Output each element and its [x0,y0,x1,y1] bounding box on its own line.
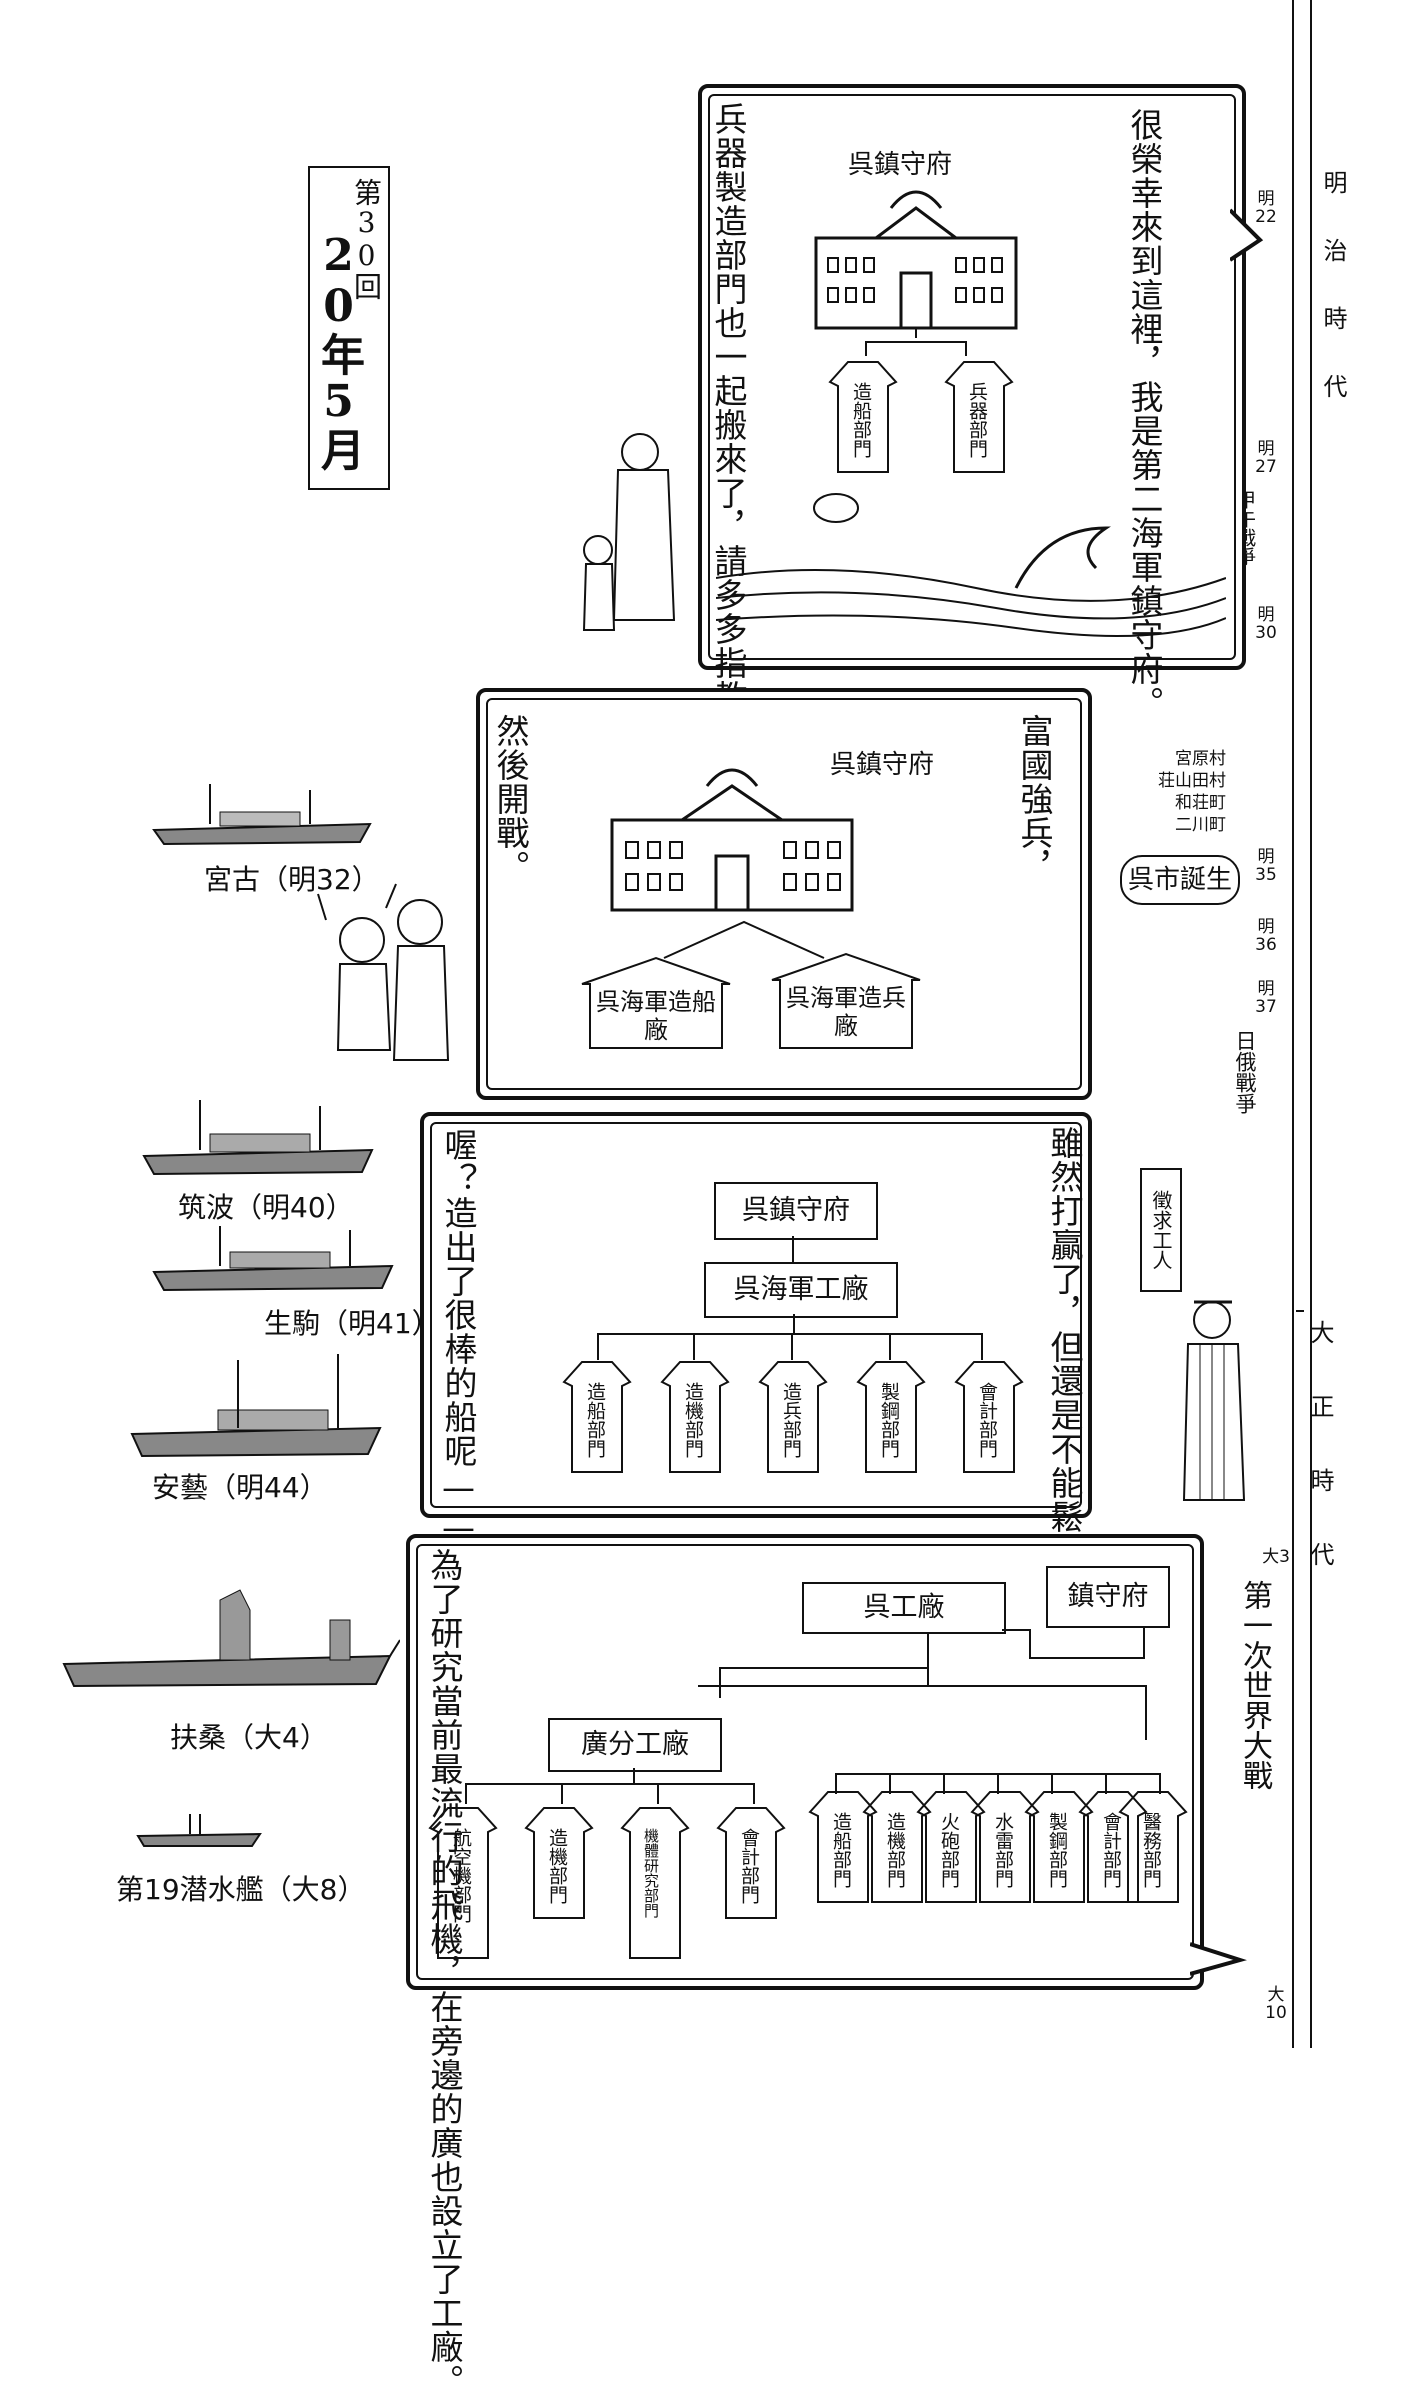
tick-taisho3: 大3 [1262,1547,1290,1567]
panel2-org-line [663,920,825,959]
era-taisho: 大正時代 [1306,1320,1334,1616]
panel4-kure-arsenal-box: 呉工廠 [802,1582,1006,1634]
ship-tsukuba-label: 筑波（明40） [178,1191,354,1224]
panel1-building-label: 呉鎮守府 [848,150,953,180]
panel4-branch-dept-aircraft: 航空機部門 [426,1802,500,1962]
panel3-dept-shipbuilding: 造船部門 [560,1356,634,1476]
panel4-org-lines [698,1628,1147,1740]
panel2-narration-right: 富國強兵， [1015,714,1054,884]
panel4-naval-district-box: 鎮守府 [1046,1566,1170,1628]
tick-meiji27: 明27 [1255,439,1277,477]
panel4-branch-dept-engines: 造機部門 [522,1802,596,1922]
panel4-hiro-branch-box: 廣分工廠 [548,1718,722,1772]
panel1-waves [716,493,1226,637]
panel3-dept-engines: 造機部門 [658,1356,732,1476]
panel4-dept-shipbuilding: 造船部門 [806,1786,880,1906]
panel-3: 雖然打贏了，但還是不能鬆懈。要為下一次戰爭未雨綢繆。 喔？造出了很棒的船呢—— … [420,1112,1092,2010]
panel-1: 很榮幸來到這裡，我是第二海軍鎮守府。 兵器製造部門也一起搬來了，請多多指教！ 呉… [698,84,1246,748]
ship-ikoma-label: 生駒（明41） [264,1307,440,1340]
panel1-dept-weapons: 兵器部門 [942,356,1016,476]
tick-meiji36: 明36 [1255,917,1277,955]
panel3-dept-accounting: 會計部門 [952,1356,1026,1476]
era-meiji: 明治時代 [1319,170,1347,442]
ship-fuso-label: 扶桑（大4） [170,1721,328,1754]
panel4-main-lines [835,1773,1161,1794]
panel4-tail [1190,1942,1247,1976]
children-waving-figures [317,883,450,1061]
panel2-dept-shipyard: 呉海軍造船廠 [576,954,736,1052]
ship-tsukuba-icon [142,1100,374,1176]
tick-taisho10: 大10 [1265,1985,1287,2023]
panel1-building-icon [814,190,1018,338]
panel1-narration-left: 兵器製造部門也一起搬來了，請多多指教！ [709,102,748,748]
ship-aki-icon [130,1354,382,1458]
panel-2: 富國強兵， 然後開戰。 呉鎮守府 呉海軍造船廠 呉海軍造兵廠 [476,688,1092,1100]
submarine-19-label: 第19潜水艦（大8） [116,1873,366,1906]
mother-child-figures [582,433,676,631]
panel3-building-box: 呉鎮守府 [714,1182,878,1240]
panel3-arsenal-box: 呉海軍工廠 [704,1262,898,1318]
panel4-dept-accounting: 會計部門 [1076,1786,1150,1906]
panel1-tail [1230,208,1264,262]
ship-miyako-label: 宮古（明32） [204,863,380,896]
submarine-19-icon [136,1814,262,1847]
panel4-branch-lines [465,1768,755,1804]
panel4-branch-dept-accounting: 會計部門 [714,1802,788,1922]
panel2-dept-arsenal: 呉海軍造兵廠 [766,950,926,1052]
panel4-dept-engines: 造機部門 [860,1786,934,1906]
panel2-building-icon [610,768,854,912]
panel4-dept-artillery: 火砲部門 [914,1786,988,1906]
panel3-org-line [597,1314,983,1360]
panel1-org-line [865,341,967,356]
panel4-dept-steel: 製鋼部門 [1022,1786,1096,1906]
timeline-rail [1292,0,1312,2048]
panel2-building-label: 呉鎮守府 [830,750,935,780]
era-divider [1296,1310,1304,1312]
tick-meiji30: 明30 [1255,605,1277,643]
chapter-number: 第30回 [350,178,383,300]
panel3-dept-ordnance: 造兵部門 [756,1356,830,1476]
panel2-narration-left: 然後開戰。 [491,714,530,884]
panel3-narration-left: 喔？造出了很棒的船呢—— [439,1128,478,1548]
recruit-workers-sign: 徵求工人 [1140,1168,1182,1292]
ship-miyako-icon [152,784,372,846]
merger-towns: 宮原村 荘山田村 和荘町 二川町 [1158,749,1226,835]
event-wwi: 第一次世界大戰 [1237,1580,1272,1790]
event-russo-japanese-war: 日俄戰爭 [1233,1030,1257,1114]
panel1-dept-shipbuilding: 造船部門 [826,356,900,476]
kure-city-birth-badge: 呉市誕生 [1120,855,1240,905]
tick-meiji22: 明22 [1255,189,1277,227]
recruiter-figure [1182,1300,1246,1501]
ship-ikoma-icon [152,1226,394,1292]
panel4-dept-medical: 醫務部門 [1116,1786,1190,1906]
tick-meiji35: 明35 [1255,847,1277,885]
panel-4: 為了研究當前最流行的飛機，在旁邊的廣也設立了工廠。 呉工廠 鎮守府 廣分工廠 航… [406,1534,1204,2398]
panel4-branch-dept-airframe-research: 機體研究部門 [618,1802,692,1962]
tick-meiji37: 明37 [1255,979,1277,1017]
panel4-dept-torpedo: 水雷部門 [968,1786,1042,1906]
chapter-title-box: 第30回 20年5月 [308,166,390,490]
ship-fuso-icon [62,1589,400,1688]
chapter-title: 20年5月 [313,230,364,471]
panel3-dept-steel: 製鋼部門 [854,1356,928,1476]
ship-aki-label: 安藝（明44） [152,1471,328,1504]
